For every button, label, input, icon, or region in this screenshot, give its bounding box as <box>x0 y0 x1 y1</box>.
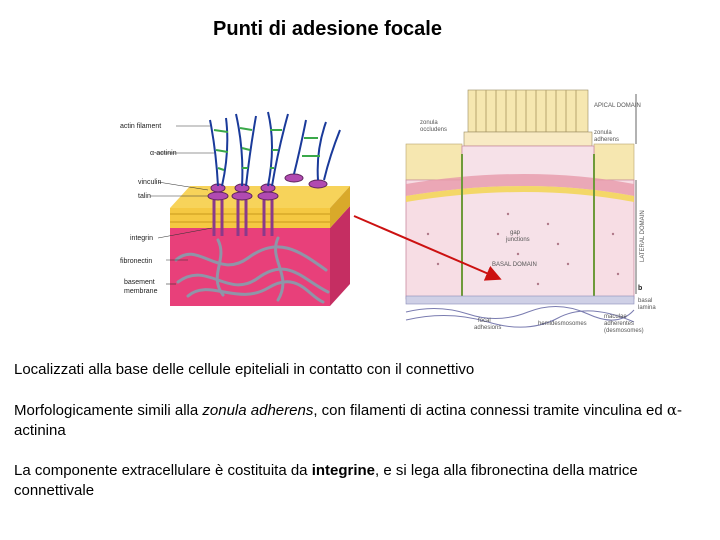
label-focal-1: focal <box>478 318 491 324</box>
label-zonula-adherens-1: zonula <box>594 130 612 136</box>
label-talin: talin <box>138 193 151 200</box>
label-maculae-1: maculae <box>604 314 627 320</box>
focal-adhesion-diagram: actin filament α-actinin vinculin talin … <box>120 111 350 306</box>
microvilli <box>463 89 593 147</box>
pointer-arrow <box>353 215 502 281</box>
label-actin-filament: actin filament <box>120 123 161 130</box>
label-basal-lamina-2: lamina <box>638 305 656 311</box>
p3-text-b: , e si lega alla fibronectina della matr… <box>14 462 638 499</box>
membrane-side <box>330 186 350 228</box>
plaque-proteins <box>207 173 328 201</box>
slide-title: Punti di adesione focale <box>213 18 442 40</box>
label-fibronectin: fibronectin <box>120 258 152 265</box>
label-gap-1: gap <box>510 230 521 236</box>
label-basal-lamina-1: basal <box>638 298 652 304</box>
alpha-symbol: α <box>666 401 677 419</box>
p2-text-a: Morfologicamente simili alla <box>14 402 203 419</box>
label-focal-2: adhesions <box>474 325 501 331</box>
integrin-group <box>212 200 274 236</box>
membrane-front <box>170 208 330 228</box>
label-basement: basement <box>124 279 155 286</box>
alpha-actinin-links <box>213 127 320 171</box>
body-text: Localizzati alla base delle cellule epit… <box>14 360 714 521</box>
label-membrane: membrane <box>124 288 158 295</box>
p3-text-a: La componente extracellulare è costituit… <box>14 462 312 479</box>
basal-lamina <box>405 295 635 305</box>
label-gap-2: junctions <box>505 237 530 243</box>
paragraph-extracellular: La componente extracellulare è costituit… <box>14 461 714 501</box>
epithelial-domains-diagram: APICAL DOMAIN zonula occludens zonula ad… <box>405 89 656 334</box>
label-lateral-domain: LATERAL DOMAIN <box>640 210 646 262</box>
matrix-side <box>330 206 350 306</box>
label-apical-domain: APICAL DOMAIN <box>594 103 641 109</box>
label-integrin: integrin <box>130 235 153 242</box>
p3-integrine: integrine <box>311 462 376 479</box>
label-maculae-3: (desmosomes) <box>604 328 644 334</box>
p2-zonula-adherens: zonula adherens <box>202 402 314 419</box>
p1-text: Localizzati alla base delle cellule epit… <box>14 361 475 378</box>
label-zonula-occludens-2: occludens <box>420 127 447 133</box>
label-maculae-2: adherentes <box>604 321 634 327</box>
label-hemidesmosomes: hemidesmosomes <box>538 321 587 327</box>
label-vinculin: vinculin <box>138 179 161 186</box>
label-zonula-adherens-2: adherens <box>594 137 619 143</box>
paragraph-location: Localizzati alla base delle cellule epit… <box>14 360 714 380</box>
paragraph-morphology: Morfologicamente simili alla zonula adhe… <box>14 400 714 441</box>
fibronectin-strands <box>174 236 330 304</box>
label-basal-domain: BASAL DOMAIN <box>492 262 537 268</box>
label-alpha-actinin: α-actinin <box>150 150 177 157</box>
p2-text-b: , con filamenti di actina connessi trami… <box>313 402 667 419</box>
label-zonula-occludens-1: zonula <box>420 120 438 126</box>
label-panel-b: b <box>638 285 642 292</box>
p2-text-c: -actinina <box>14 402 682 439</box>
